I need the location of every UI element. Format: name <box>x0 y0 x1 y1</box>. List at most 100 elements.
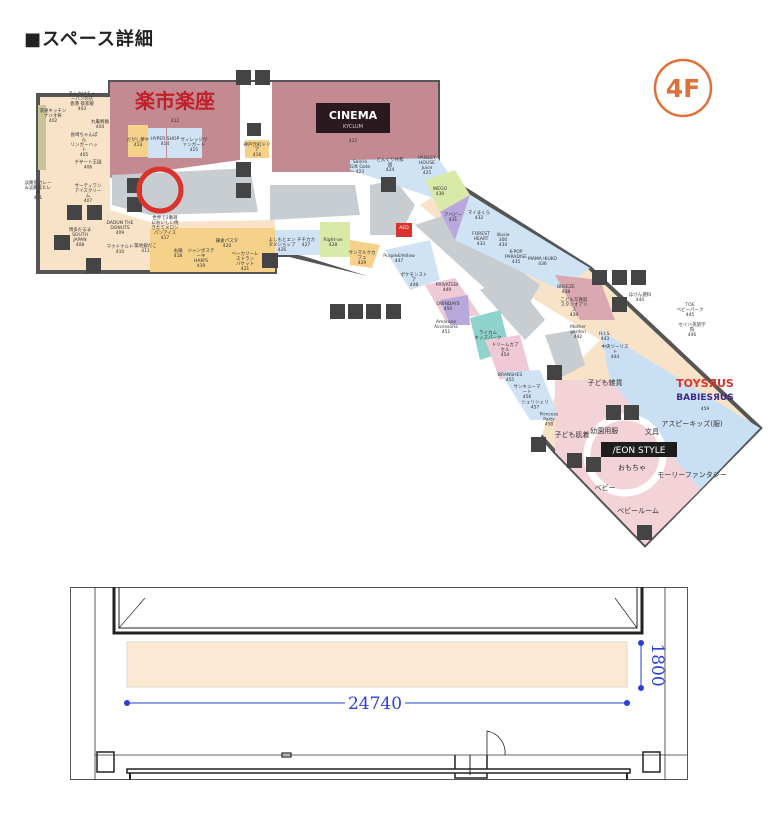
shop-454[interactable] <box>485 335 530 380</box>
door-swing <box>486 730 506 756</box>
shop-447-448[interactable] <box>385 240 440 290</box>
shop-439[interactable] <box>555 275 615 320</box>
storefront-top <box>112 587 644 635</box>
store-name: 築地銀だこ <box>134 242 157 249</box>
shops-432-436[interactable] <box>455 195 590 290</box>
escalator-icon <box>381 177 396 192</box>
shop-426-427[interactable] <box>275 230 320 255</box>
shop-450[interactable] <box>440 295 470 325</box>
food-court-shops[interactable] <box>150 228 275 272</box>
shop-413[interactable] <box>128 125 148 157</box>
aeon-style-block[interactable] <box>555 380 700 545</box>
store-number: 446 <box>688 332 697 338</box>
store-name: BREEZE <box>557 284 575 290</box>
cinema-no: 422 <box>349 138 358 144</box>
shop-416[interactable] <box>245 140 269 158</box>
store-name: 中央ツーリスト <box>602 343 629 355</box>
shop-428[interactable] <box>320 222 350 257</box>
store-label[interactable]: H.I.S.443 <box>599 331 611 342</box>
store-label[interactable]: ライカムキッズパーク <box>475 330 502 341</box>
store-name: マクドナルド <box>107 244 134 250</box>
shop-415[interactable] <box>167 128 202 158</box>
shops-455-458[interactable] <box>500 370 560 420</box>
toysrus-block[interactable] <box>600 330 760 490</box>
shop-429[interactable] <box>350 240 380 268</box>
store-number: 402 <box>49 118 58 124</box>
store-number: 451 <box>442 329 451 335</box>
store-name: Purple&Yellow <box>383 253 415 259</box>
store-number: 411 <box>141 248 150 254</box>
escalator-icon <box>236 162 251 177</box>
store-name: ドリームカプセル <box>492 342 519 353</box>
store-number: 448 <box>410 282 419 288</box>
elevator-icon <box>236 183 251 198</box>
store-number: 404 <box>96 124 105 130</box>
rental-space-area[interactable] <box>126 641 628 688</box>
shop-430[interactable] <box>425 170 470 212</box>
store-number: 431 <box>449 217 458 223</box>
shop-414[interactable] <box>148 128 166 158</box>
aeon-section-label: 子ども雑貨 <box>588 378 623 387</box>
elevator-icon <box>586 457 601 472</box>
store-name: 世界で2番目においしい焼きたてメロンパンアイス <box>152 214 179 236</box>
aeon-section-label: モーリーファンタジー <box>657 470 727 479</box>
store-name: マイまくら <box>468 210 491 216</box>
